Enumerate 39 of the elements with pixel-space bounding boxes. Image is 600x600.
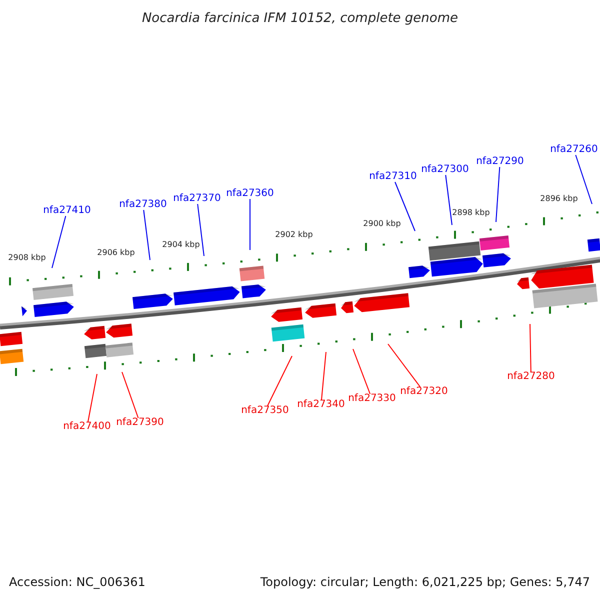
leader-line [197,204,204,256]
leader-line [352,348,371,394]
gene-label: nfa27350 [241,406,289,416]
gene-label: nfa27390 [116,418,164,428]
gene-label: nfa27320 [400,387,448,397]
gene-label: nfa27290 [476,157,524,167]
scale-label: 2902 kbp [275,231,313,239]
gene-label: nfa27310 [369,172,417,182]
leader-line [445,174,452,226]
gene-label: nfa27410 [43,206,91,216]
scale-label: 2904 kbp [162,241,200,249]
gene-label: nfa27380 [119,200,167,210]
scale-label: 2906 kbp [97,249,135,257]
gene-label: nfa27330 [348,394,396,404]
gene-label: nfa27360 [226,189,274,199]
leader-line [87,374,98,422]
gene-label: nfa27300 [421,165,469,175]
leader-line [394,182,416,232]
gene-label: nfa27400 [63,422,111,432]
title: Nocardia farcinica IFM 10152, complete genome [142,12,458,25]
gene-label: nfa27280 [507,372,555,382]
leader-line [320,352,326,400]
leader-line [52,216,66,268]
scale-label: 2900 kbp [363,220,401,228]
accession-text: Accession: NC_006361 [9,576,146,588]
scale-label: 2908 kbp [8,254,46,262]
leader-line [575,154,592,204]
genome-summary-text: Topology: circular; Length: 6,021,225 bp; Genes: 5,747 [260,576,590,588]
leader-line [496,166,500,222]
leader-line [122,372,139,418]
leader-line [388,344,421,388]
leader-line [530,324,532,372]
gene-label: nfa27370 [173,194,221,204]
gene-label: nfa27260 [550,145,598,155]
scale-label: 2898 kbp [452,209,490,217]
scale-label: 2896 kbp [540,195,578,203]
gene-label: nfa27340 [297,400,345,410]
leader-line [266,356,292,406]
leader-line [143,210,150,260]
